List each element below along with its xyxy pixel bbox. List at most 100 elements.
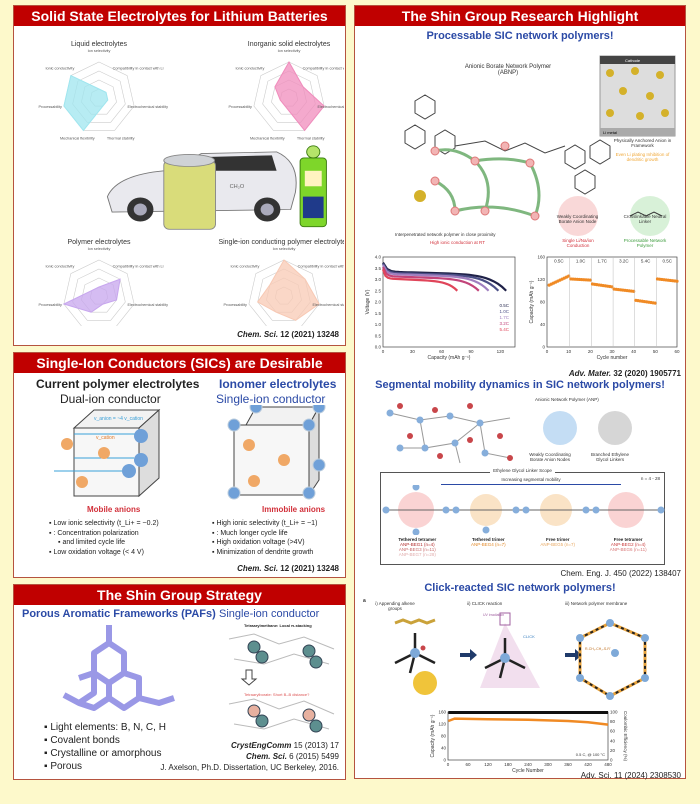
y-tick-label: 2.0 [375, 300, 382, 305]
radar-axis-label: Ionic conductivity [230, 264, 259, 268]
y-tick-label: 1.0 [375, 322, 382, 327]
even-plating-label: Even Li plating Inhibition of dendritic … [615, 152, 670, 162]
y-tick-label: 4.0 [375, 255, 382, 260]
section-heading-click: Click-reacted SIC network polymers! [424, 582, 616, 594]
radar-axis-label: Processability [224, 303, 248, 307]
radar-grid-ring [253, 61, 325, 131]
y-tick-label: 0 [443, 758, 446, 763]
data-point [610, 285, 614, 289]
discharge-curve [382, 263, 500, 292]
radar-grid-ring [262, 70, 316, 123]
legend-entry: 1.7C [499, 315, 509, 320]
n-range: n = 4 - 28 [640, 476, 660, 481]
citation-2: Chem. Sci. 6 (2015) 5499 [246, 752, 339, 761]
rate-label: 5.4C [641, 259, 651, 264]
tetraarylmethane-label: Tetraarylmethane: Local π-stacking [244, 623, 312, 628]
data-point [588, 278, 592, 282]
variant-code: ANP-BEG1 (n=4) [400, 542, 435, 547]
citation-3: J. Axelson, Ph.D. Dissertation, UC Berke… [160, 763, 339, 772]
section-heading-processable: Processable SIC network polymers! [426, 30, 614, 42]
data-point [675, 279, 679, 283]
radar-area [63, 74, 109, 132]
radar-axis-label: Ionic conductivity [235, 66, 264, 70]
radar-axis-label: Thermal stability [297, 136, 325, 140]
citation-adv-sci: Adv. Sci. 11 (2024) 2308530 [580, 771, 681, 780]
radar-grid-ring [63, 259, 135, 326]
y2-tick-label: 20 [610, 748, 616, 753]
anp-name: Anionic Network Polymer (ANP) [535, 397, 599, 402]
right-subheading: Single-ion conductor [216, 392, 326, 406]
radar-area [256, 259, 320, 321]
x-tick-label: 50 [653, 349, 659, 354]
bridge-label: R-CH₂-CH₂-S-R' [585, 647, 611, 651]
radar-axis-label: Compatibility in contact with Li [113, 66, 164, 70]
condition-annotation: 0.5 C, @ 100 °C [576, 752, 605, 757]
left-heading: Current polymer electrolytes [36, 377, 200, 391]
scope-title: Ethylene Glycol Linker Scope [490, 468, 555, 473]
y-tick-label: 160 [438, 710, 446, 715]
radar-axis-label: Processability [229, 105, 253, 109]
radar-axis-label: Ion selectivity [278, 49, 301, 53]
radar-axis-label: Mechanical flexibility [250, 136, 285, 140]
linker-variants-image [382, 485, 665, 535]
citation: Chem. Sci. 12 (2021) 13248 [237, 330, 339, 339]
mobile-anions-label: Mobile anions [87, 505, 141, 514]
x-tick-label: 60 [465, 762, 471, 767]
y-tick-label: 40 [441, 746, 447, 751]
variant-code: ANP-BEG2 (n=4) [610, 542, 646, 547]
left-bullets: Low ionic selectivity (t_Li+ = ~0.2) : C… [49, 519, 158, 557]
x-tick-label: 20 [588, 349, 594, 354]
rate-label: 1.0C [576, 259, 586, 264]
x-tick-label: 0 [546, 349, 549, 354]
y-tick-label: 2.5 [375, 288, 382, 293]
high-conduction-label: High ionic conduction at RT [430, 240, 485, 245]
y-tick-label: 3.5 [375, 266, 382, 271]
radar-title: Inorganic solid electrolytes [248, 41, 331, 48]
radar-axis-label: Electrochemical stability [312, 303, 344, 307]
li-metal-label: Li metal [603, 130, 617, 135]
radar-area [274, 60, 325, 132]
y2-tick-label: 40 [610, 738, 616, 743]
rate-label: 0.5C [662, 259, 672, 264]
radar-axis-label: Mechanical flexibility [60, 136, 95, 140]
paf-structure-image [62, 625, 175, 711]
variant-code: ANP-BEG7 (n=28) [398, 552, 436, 557]
panel-title: The Shin Group Research Highlight [355, 6, 685, 26]
y-tick-label: 80 [540, 300, 546, 305]
discharge-curve [382, 266, 480, 292]
borate-node-label: Weakly Coordinating Borate Anion Node [556, 214, 599, 224]
linker-label: Crosslinkable Neutral Linker [623, 214, 667, 224]
rate-label: 3.2C [619, 259, 629, 264]
y-tick-label: 0.0 [375, 345, 382, 350]
series-line [447, 717, 609, 726]
radar-axis-label: Electrochemical stability [127, 105, 168, 109]
y-tick-label: 3.0 [375, 277, 382, 282]
panel-shin-group-strategy: The Shin Group Strategy Porous Aromatic … [13, 584, 346, 780]
linker-result-label: Processable Network Polymer [623, 238, 667, 248]
x-tick-label: 10 [566, 349, 572, 354]
x-tick-label: 120 [497, 349, 505, 354]
paf-heading: Porous Aromatic Frameworks (PAFs) [22, 608, 216, 620]
radar-axis-label: Ionic conductivity [45, 264, 74, 268]
y-axis-label: Capacity (mAh g⁻¹) [430, 714, 436, 757]
mobility-arrow: Increasing segmental mobility [441, 477, 621, 485]
anp-network-image [386, 403, 632, 464]
step3-label: iii) Network polymer membrane [565, 601, 628, 606]
right-heading: Ionomer electrolytes [219, 377, 337, 391]
variant-name: Tethered tetramer [398, 537, 437, 542]
y-tick-label: 0 [542, 345, 545, 350]
radar-axis-label: Ionic conductivity [45, 66, 74, 70]
panel-letter: a [363, 598, 366, 604]
x-tick-label: 480 [604, 762, 612, 767]
data-point [632, 289, 636, 293]
data-point [567, 274, 571, 278]
radar-title: Single-ion conducting polymer electrolyt… [218, 239, 344, 246]
legend-entry: 3.2C [499, 321, 509, 326]
citation-1: CrystEngComm 15 (2013) 17 [230, 741, 339, 750]
x-tick-label: 90 [468, 349, 474, 354]
anp-node-label: Weakly Coordinating Borate Anion Nodes [529, 452, 571, 462]
